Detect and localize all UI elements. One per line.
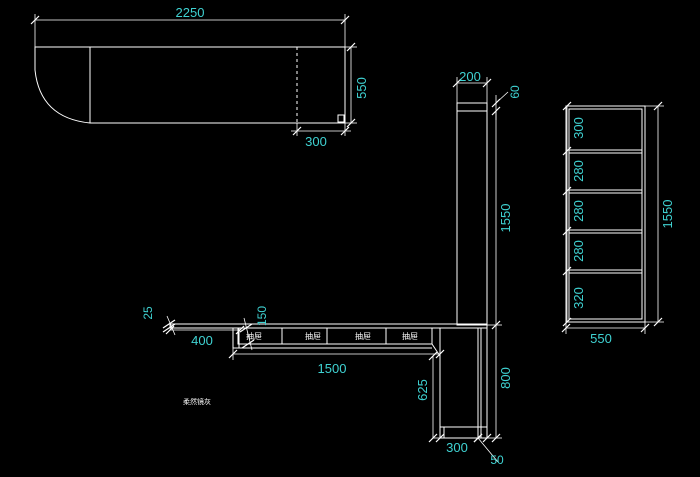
drawer-row [237, 327, 433, 345]
material-note: 柔然镜灰 [183, 397, 211, 406]
dim-text-60: 60 [508, 85, 522, 99]
dim-tick [653, 101, 663, 111]
dim-text-1500: 1500 [318, 361, 347, 376]
dim-tick [473, 433, 483, 443]
dim-tick [292, 126, 302, 136]
dim-text-shelf-3: 280 [571, 200, 586, 222]
dim-tick [562, 226, 572, 236]
drawer-label: 抽屉 [305, 331, 321, 341]
dim-text-400: 400 [191, 333, 213, 348]
dim-tick [228, 349, 238, 359]
desk-top-board [169, 323, 488, 329]
dim-tick [640, 323, 650, 333]
drawer-label: 抽屉 [402, 331, 418, 341]
shelf-outer [565, 105, 646, 323]
tower-view: 200 60 1550 [452, 69, 522, 330]
dim-text-200: 200 [459, 69, 481, 84]
dim-text-shelf-5: 320 [571, 287, 586, 309]
cabinet-outer [439, 327, 488, 439]
dim-text-25: 25 [141, 306, 155, 320]
dim-tick [435, 349, 445, 359]
dim-tick [340, 126, 350, 136]
dim-tick [562, 266, 572, 276]
leader-50 [477, 437, 499, 463]
dim-tick [162, 319, 176, 329]
dim-tick [561, 323, 571, 333]
dim-tick [428, 351, 438, 361]
dim-line-25 [166, 315, 176, 336]
dim-text-625: 625 [415, 379, 430, 401]
drawer-label: 抽屉 [246, 331, 262, 341]
dim-tick [346, 42, 356, 52]
drawer-label: 抽屉 [355, 331, 371, 341]
dim-tick [653, 317, 663, 327]
dim-text-leg-300: 300 [446, 440, 468, 455]
dim-tick [346, 118, 356, 128]
leader-60 [495, 91, 509, 104]
dim-tick [435, 433, 445, 443]
plan-outline [34, 46, 346, 124]
dim-text-shelf-1550: 1550 [660, 200, 675, 229]
dim-tick [30, 15, 40, 25]
plan-corner-mark [337, 114, 345, 123]
shelf-view: 300 280 280 280 320 1550 550 [561, 101, 675, 346]
tower-body [456, 102, 488, 326]
dim-tick [452, 78, 462, 88]
dim-text-150: 150 [255, 306, 269, 326]
dim-tick [239, 323, 253, 333]
shelf-inner [568, 108, 643, 320]
dim-tick [562, 146, 572, 156]
dim-line-150 [243, 317, 253, 351]
dim-text-800: 800 [498, 367, 513, 389]
dim-text-shelf-550: 550 [590, 331, 612, 346]
dim-tick [235, 325, 245, 335]
desk-view: 抽屉 抽屉 抽屉 抽屉 25 400 150 [141, 306, 513, 467]
dim-text-tower-1550: 1550 [498, 204, 513, 233]
dim-tick [241, 339, 255, 349]
dim-tick [562, 101, 572, 111]
dim-tick [482, 433, 492, 443]
dim-tick [491, 433, 501, 443]
dim-tick [482, 78, 492, 88]
dim-text-shelf-1: 300 [571, 117, 586, 139]
dim-tick [562, 317, 572, 327]
dim-text-300: 300 [305, 134, 327, 149]
plan-view: 2250 550 300 [30, 5, 369, 149]
dim-tick [562, 186, 572, 196]
dim-tick [165, 325, 175, 335]
dim-text-shelf-4: 280 [571, 240, 586, 262]
dim-text-shelf-2: 280 [571, 160, 586, 182]
dim-text-550: 550 [354, 77, 369, 99]
dim-text-2250: 2250 [176, 5, 205, 20]
dim-text-leg-50: 50 [490, 453, 504, 467]
dim-tick [340, 15, 350, 25]
dim-tick [162, 323, 176, 333]
